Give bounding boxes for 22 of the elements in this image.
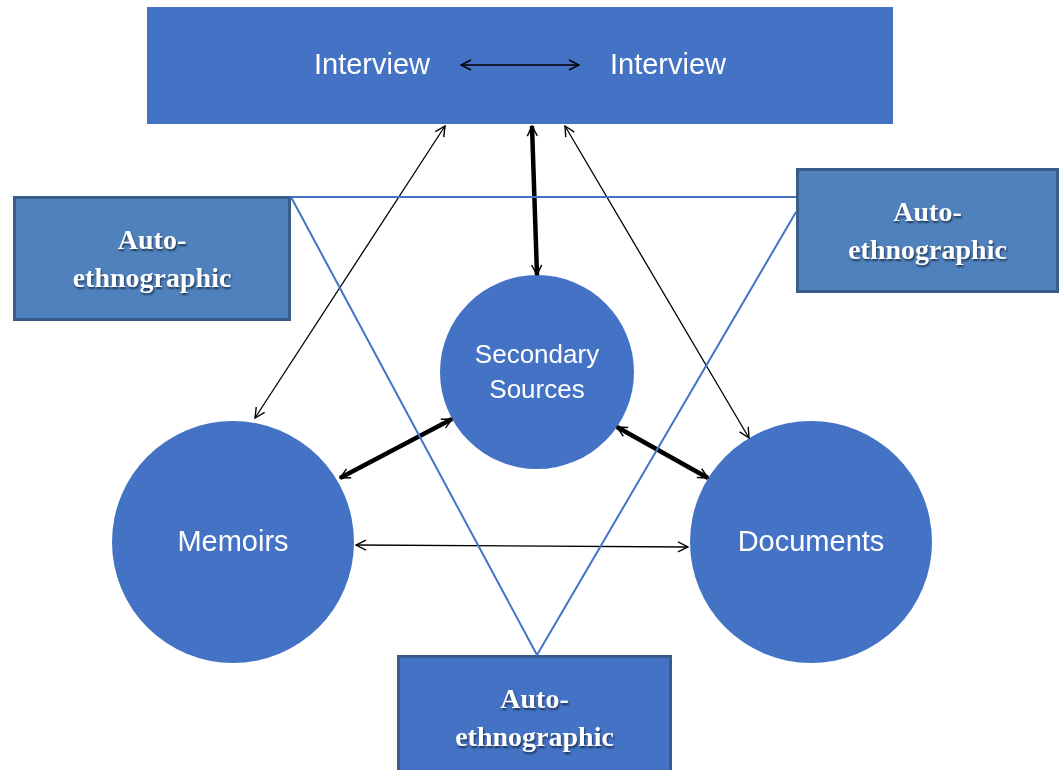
arrow	[460, 59, 580, 71]
arrow	[355, 539, 689, 553]
connector-line	[290, 196, 797, 198]
arrow	[564, 125, 750, 439]
label-box	[397, 655, 672, 770]
arrow	[615, 425, 710, 480]
header-box	[147, 7, 893, 124]
arrow	[526, 125, 543, 276]
node-label: Secondary Sources	[473, 337, 601, 406]
node-label: Interview	[593, 44, 743, 86]
node-label: Memoirs	[177, 524, 289, 560]
node-label: Auto- ethnographic	[71, 222, 233, 295]
node-label: Auto- ethnographic	[454, 681, 615, 754]
arrow	[254, 125, 446, 419]
connector-line	[536, 211, 797, 656]
connector-line	[290, 196, 538, 656]
node-label: Documents	[737, 524, 885, 560]
node-label: Interview	[297, 44, 447, 86]
label-box	[13, 196, 291, 321]
arrow	[338, 417, 454, 480]
label-box	[796, 168, 1059, 293]
node-label: Auto- ethnographic	[847, 194, 1008, 267]
